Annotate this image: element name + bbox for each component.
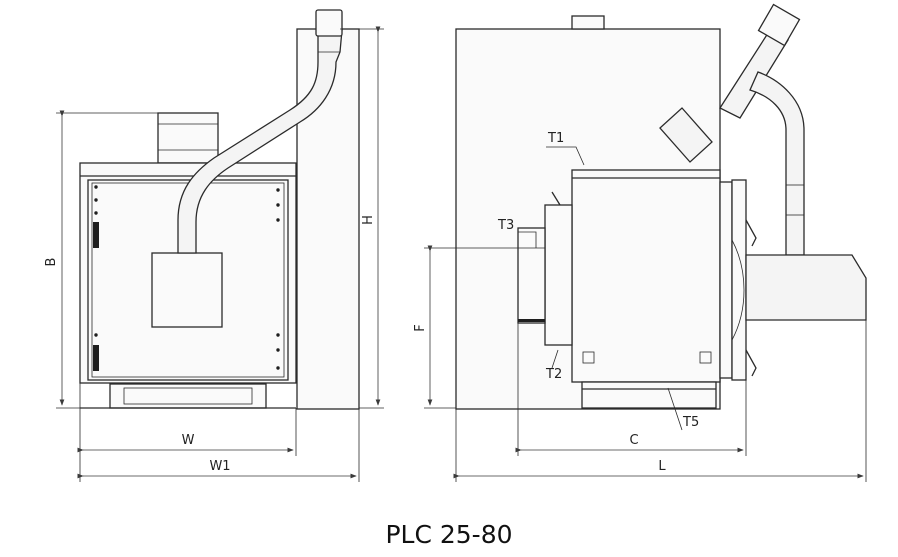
label-C: C bbox=[629, 433, 638, 448]
label-H: H bbox=[361, 215, 376, 225]
side-base bbox=[581, 381, 717, 409]
labels: B H W W1 F C L T1 T3 T2 T5 bbox=[44, 131, 699, 474]
side-boiler-body bbox=[571, 169, 721, 383]
label-T3: T3 bbox=[497, 218, 514, 233]
label-F: F bbox=[413, 324, 428, 331]
dimensions bbox=[56, 26, 867, 482]
front-view bbox=[79, 9, 360, 410]
label-W: W bbox=[182, 433, 195, 448]
label-T1: T1 bbox=[547, 131, 564, 146]
label-T5: T5 bbox=[682, 415, 699, 430]
front-burner-box bbox=[151, 252, 223, 328]
label-L: L bbox=[658, 459, 666, 474]
side-burner bbox=[745, 254, 867, 321]
side-hopper-lid-handle bbox=[571, 15, 605, 30]
label-B: B bbox=[44, 258, 59, 267]
side-feed-pipe bbox=[749, 71, 805, 256]
front-feed-pipe bbox=[177, 11, 343, 254]
model-caption: PLC 25-80 bbox=[385, 520, 513, 549]
label-T2: T2 bbox=[545, 367, 562, 382]
front-top-flue bbox=[157, 112, 219, 164]
label-W1: W1 bbox=[209, 459, 230, 474]
side-flue-connector bbox=[544, 204, 573, 346]
side-view bbox=[455, 3, 867, 410]
